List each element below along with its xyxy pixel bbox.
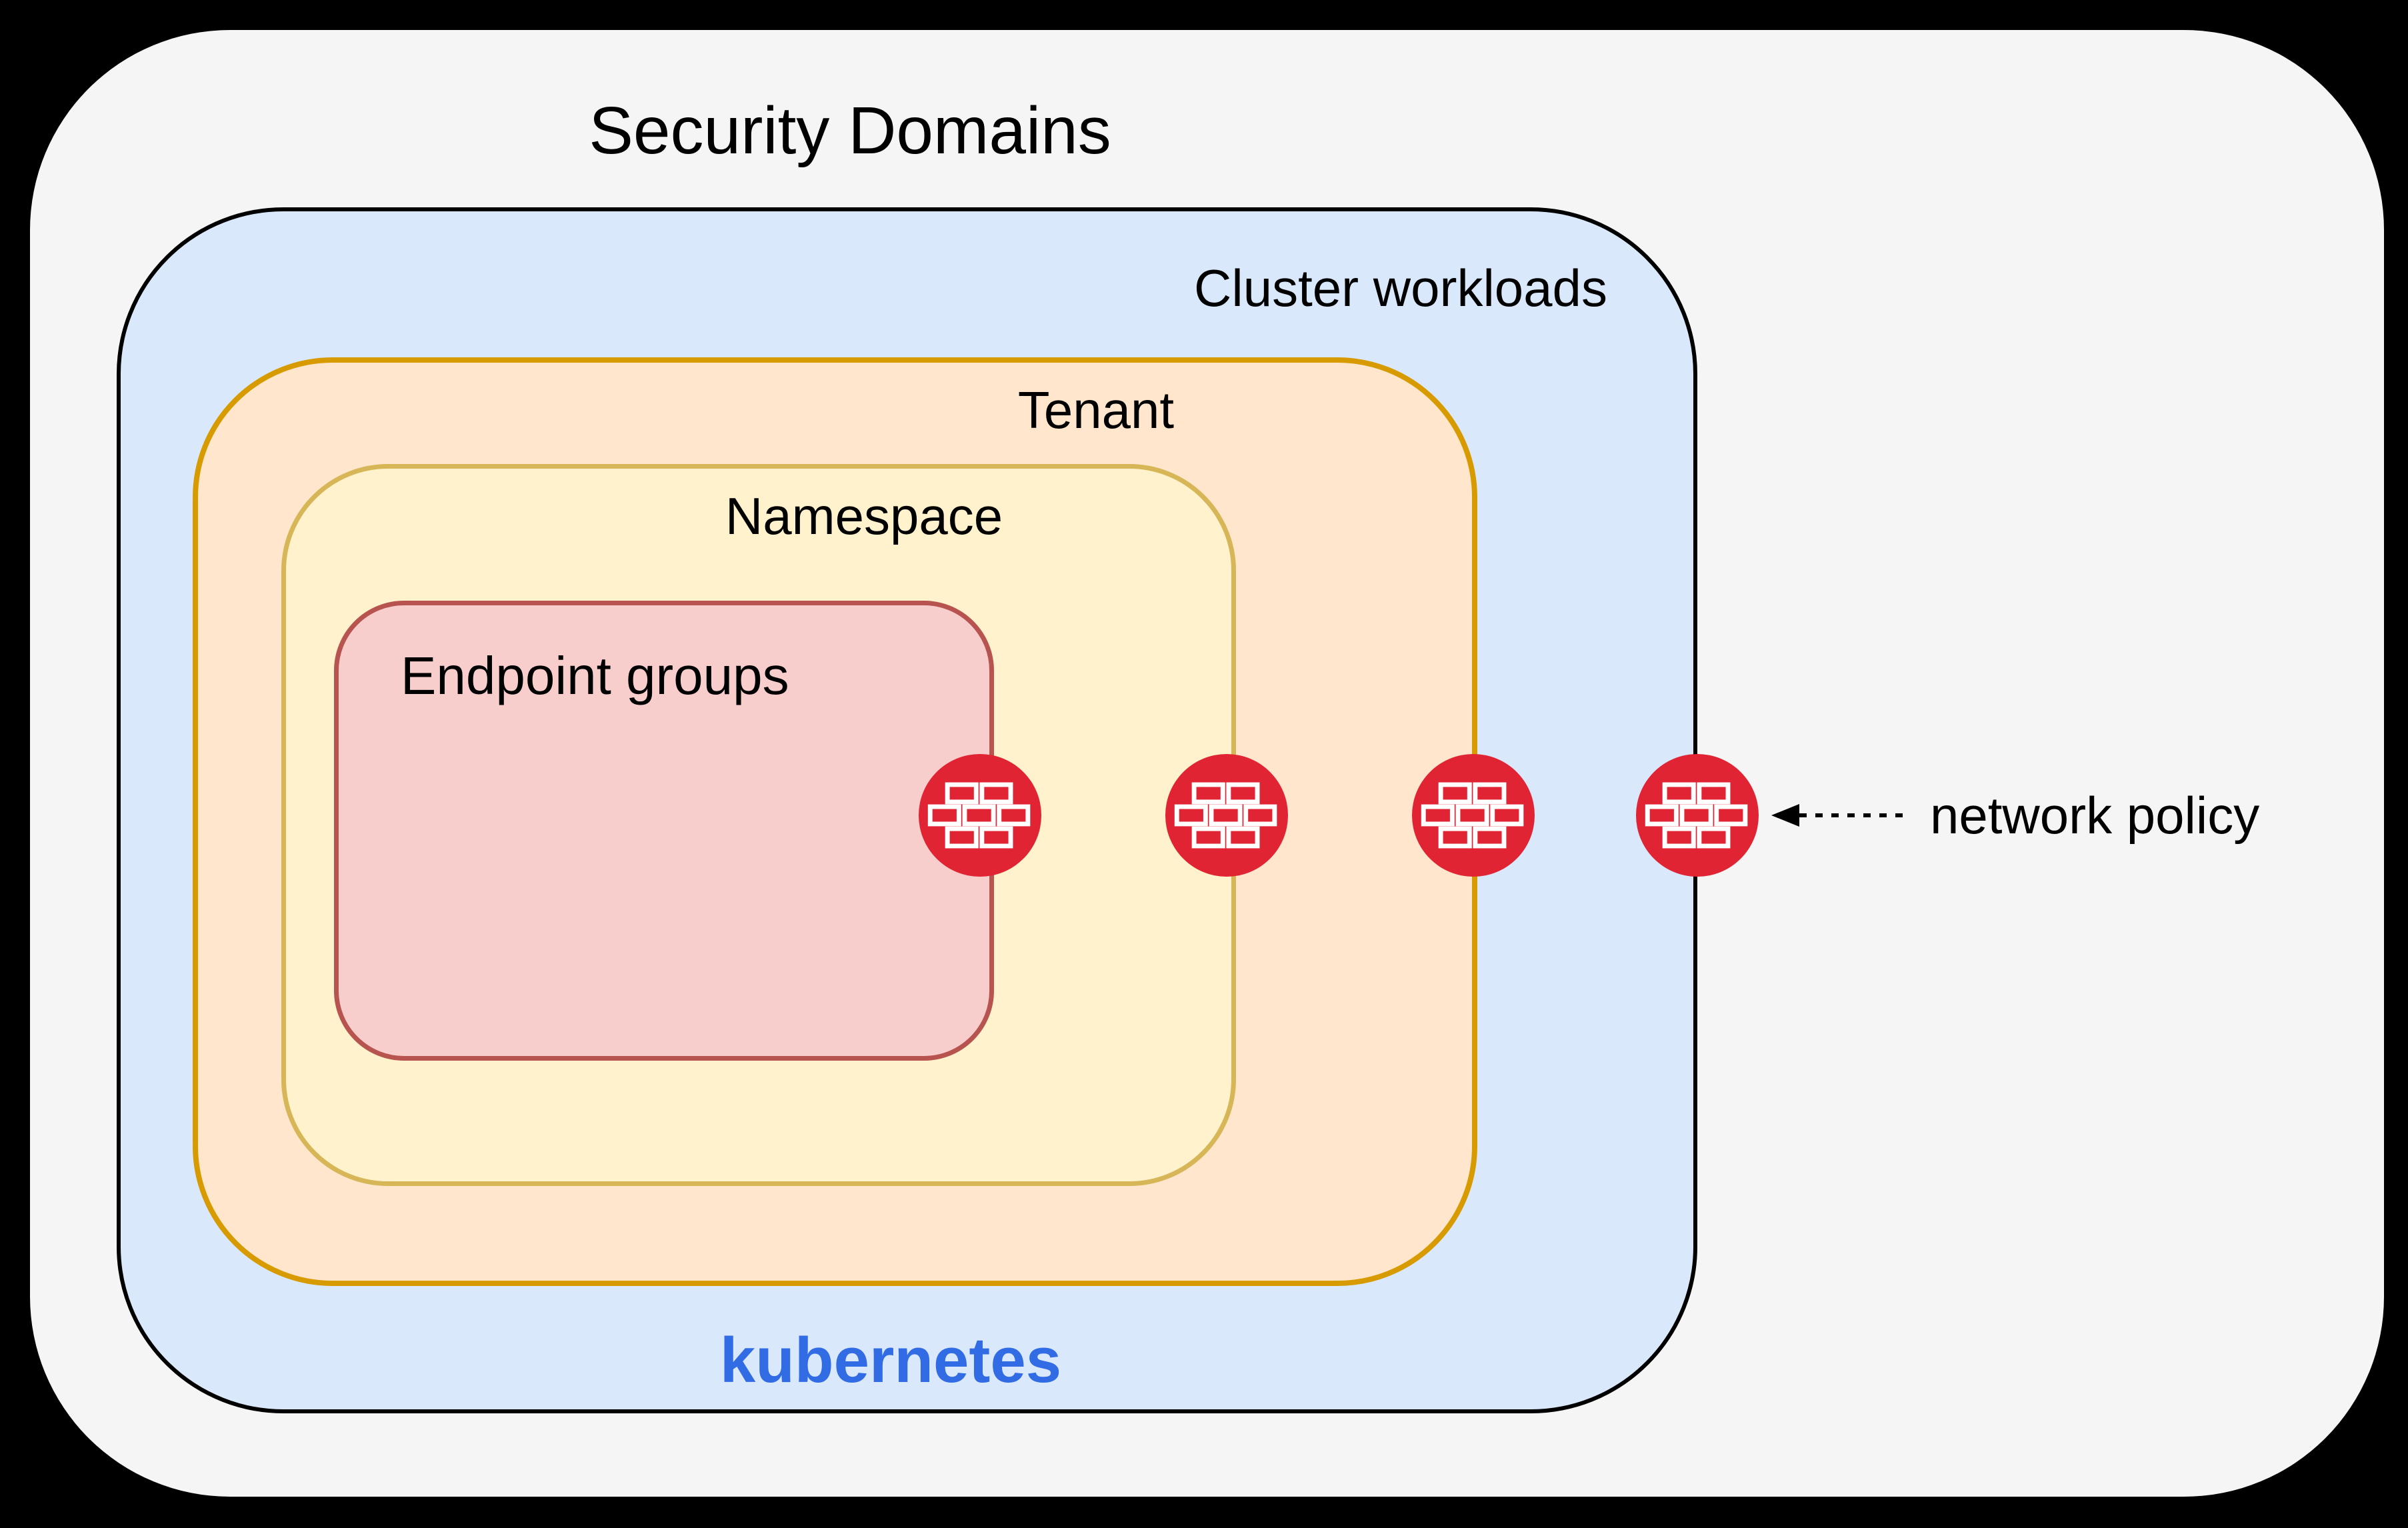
diagram-title: Security Domains <box>589 93 1111 168</box>
firewall-brick-icon <box>1165 754 1288 877</box>
domain-namespace: Namespace Endpoint groups <box>281 464 1236 1186</box>
network-policy-firewall-cluster <box>1636 754 1759 877</box>
domain-tenant: Tenant Namespace Endpoint groups <box>193 357 1477 1286</box>
network-policy-arrow-icon <box>1771 804 1907 827</box>
tenant-label: Tenant <box>1017 381 1175 439</box>
namespace-label: Namespace <box>725 487 1003 545</box>
firewall-brick-icon <box>1412 754 1535 877</box>
firewall-brick-icon <box>1636 754 1759 877</box>
network-policy-label: network policy <box>1930 786 2260 845</box>
endpoint-groups-label: Endpoint groups <box>401 646 789 705</box>
firewall-brick-icon <box>919 754 1041 877</box>
domain-endpoint-groups: Endpoint groups <box>334 601 994 1061</box>
network-policy-firewall-tenant <box>1412 754 1535 877</box>
network-policy-firewall-endpoint <box>919 754 1041 877</box>
cluster-workloads-label: Cluster workloads <box>1194 259 1607 317</box>
kubernetes-wordmark: kubernetes <box>719 1325 1062 1396</box>
network-policy-firewall-namespace <box>1165 754 1288 877</box>
